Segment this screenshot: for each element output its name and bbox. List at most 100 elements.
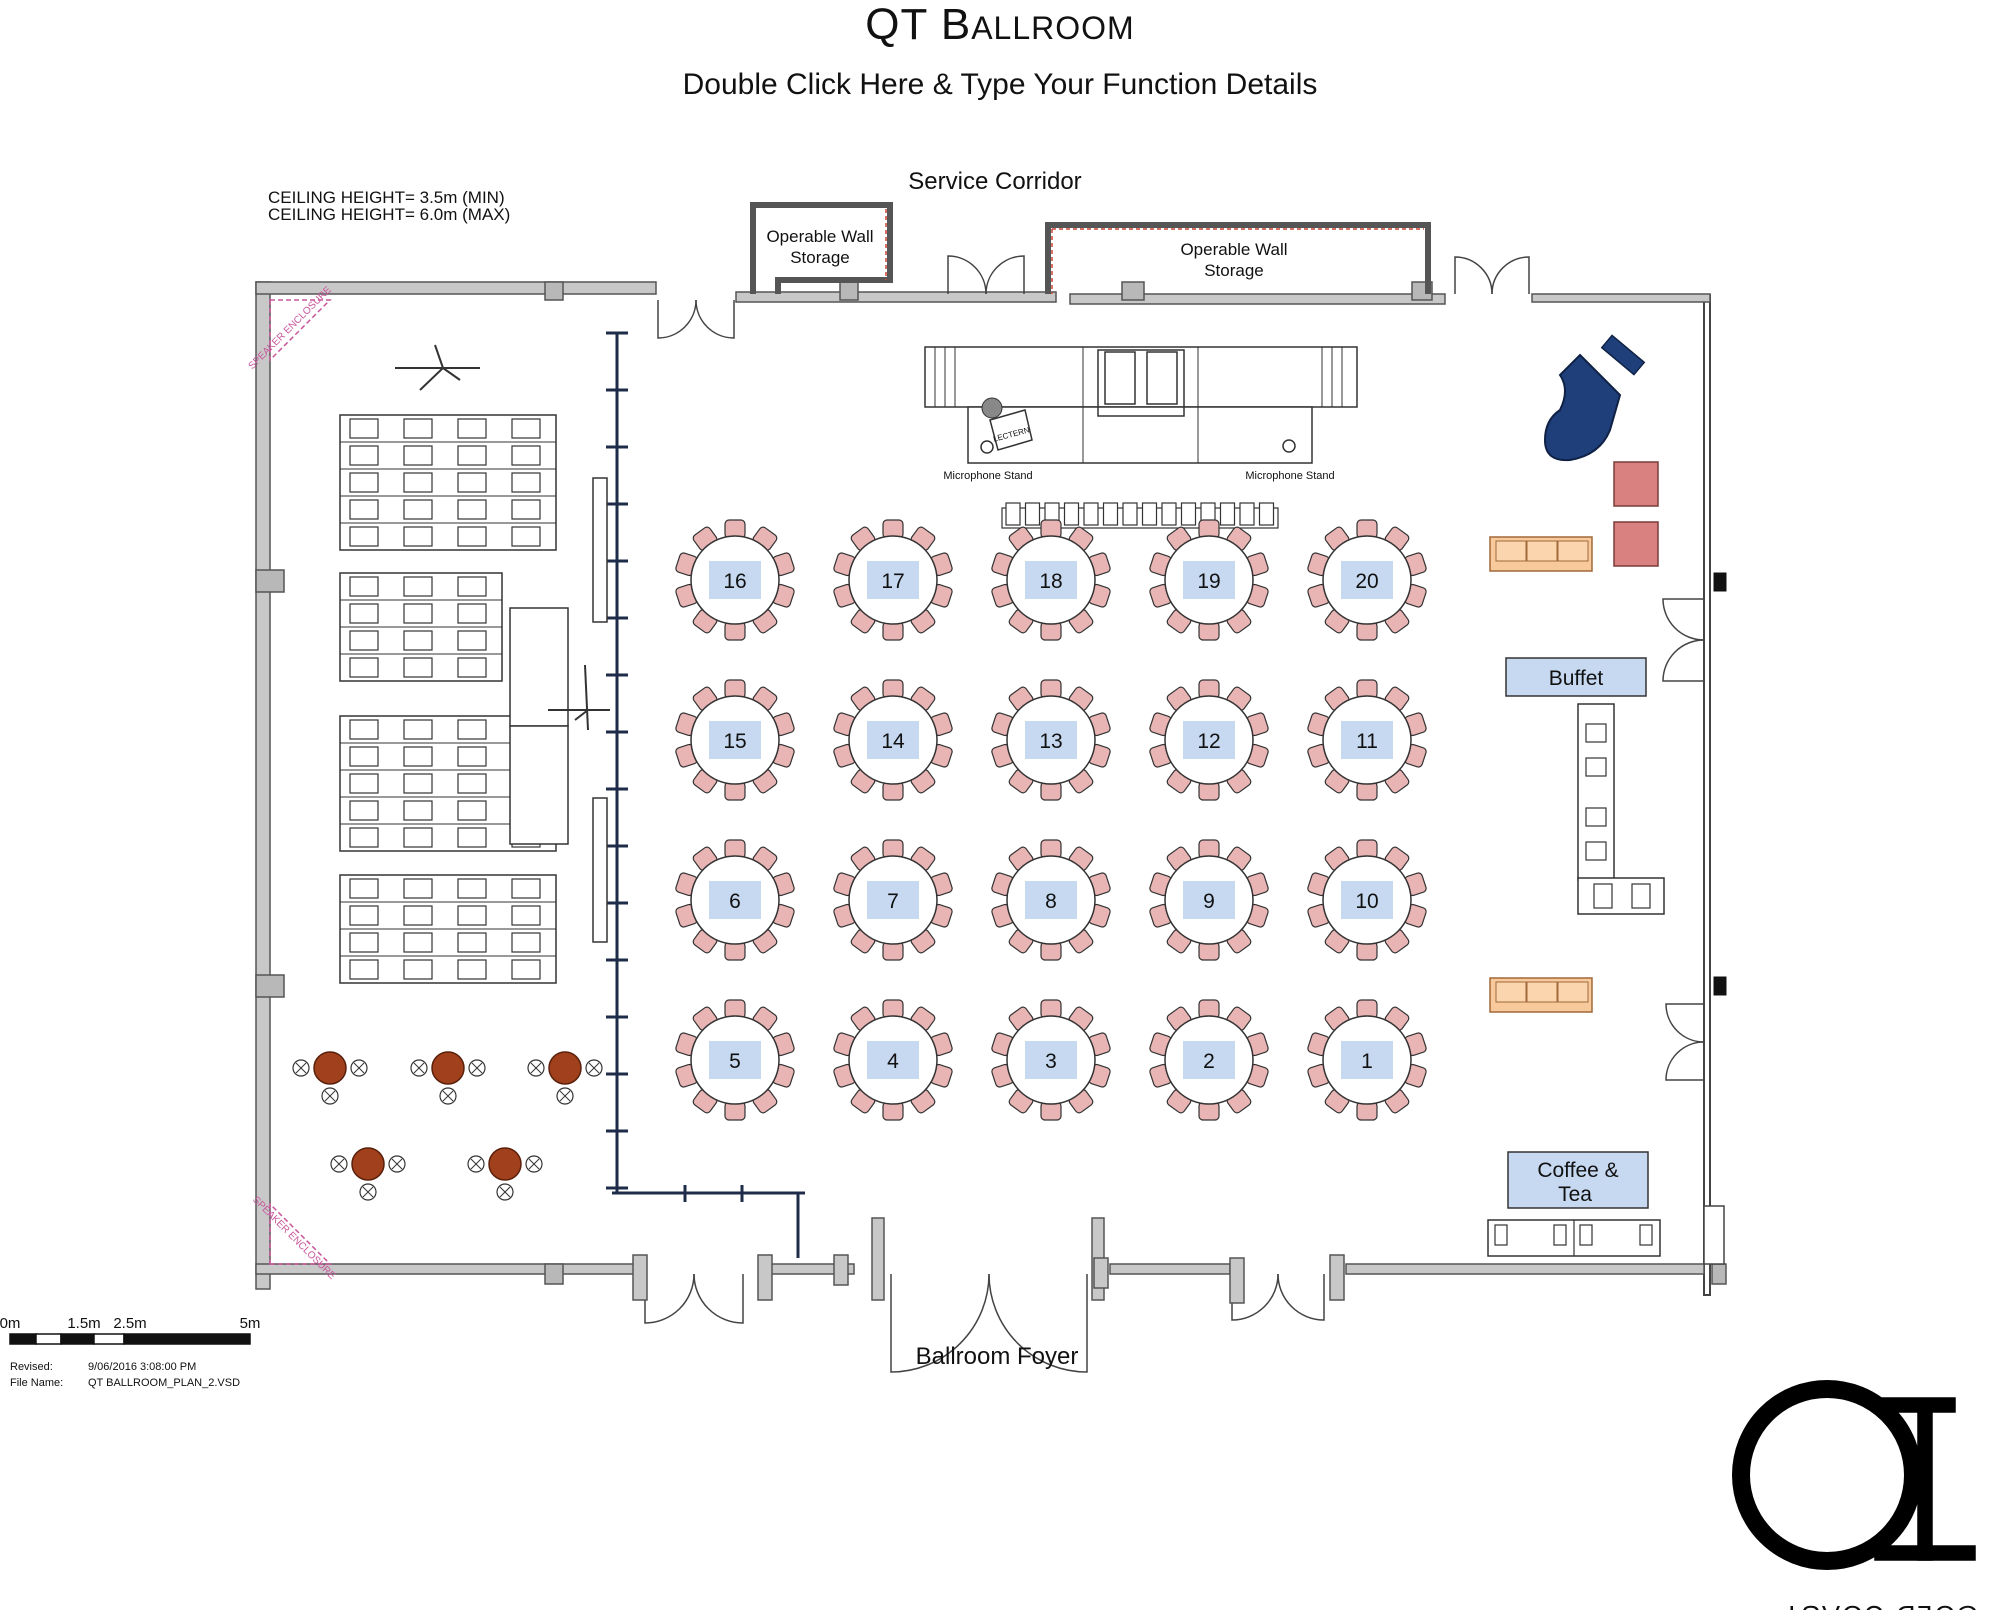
cocktail-table [330, 1147, 406, 1201]
classroom-chair [403, 932, 433, 953]
seating-block-1 [339, 414, 557, 551]
speaker-enclosure-top [269, 299, 332, 362]
classroom-chair [349, 905, 379, 926]
classroom-chair [457, 576, 487, 597]
coffee-label-1: Coffee & [1537, 1159, 1618, 1182]
round-table: 20 [1307, 519, 1427, 641]
band-chair [1161, 502, 1177, 526]
classroom-chair [349, 800, 379, 821]
lounge-furniture [1489, 334, 1659, 1013]
bottom-wall-left [255, 1263, 637, 1275]
cocktail-table [527, 1051, 603, 1105]
classroom-chair [349, 878, 379, 899]
table-number: 12 [1197, 730, 1220, 753]
chafing-dish [1585, 723, 1607, 743]
classroom-chair [457, 657, 487, 678]
classroom-chair [349, 932, 379, 953]
buffet-counter-foot [1577, 877, 1665, 915]
logo-text: GOLD COAST [1781, 1600, 1978, 1610]
pillar [1711, 1263, 1727, 1285]
seating-block-2 [339, 572, 503, 682]
table-number-box [1025, 881, 1077, 919]
cocktail-table-top [313, 1051, 347, 1085]
classroom-chair [457, 499, 487, 520]
scale-segment [35, 1333, 62, 1345]
door-jamb [1329, 1254, 1345, 1301]
table-number-box [709, 561, 761, 599]
classroom-chair [511, 472, 541, 493]
cocktail-table [410, 1051, 486, 1105]
band-chair [1024, 502, 1041, 526]
round-table: 2 [1149, 999, 1269, 1121]
door-bottom-1 [644, 1273, 744, 1324]
table-number: 10 [1355, 890, 1378, 913]
table-number: 4 [887, 1050, 899, 1073]
dj-booth [1097, 349, 1185, 417]
microphone-stand-left-label: Microphone Stand [943, 470, 1032, 482]
door-top-1 [657, 299, 735, 339]
classroom-chair [511, 959, 541, 980]
classroom-chair [403, 576, 433, 597]
table-number-box [1183, 881, 1235, 919]
classroom-chair [457, 773, 487, 794]
classroom-chair [349, 418, 379, 439]
buffet-station: Buffet [1505, 657, 1665, 915]
classroom-chair [457, 526, 487, 547]
door-bottom-2 [890, 1273, 1088, 1373]
round-table: 3 [991, 999, 1111, 1121]
classroom-chair [457, 959, 487, 980]
classroom-chair [349, 445, 379, 466]
band-chair [1083, 502, 1099, 526]
classroom-chair [349, 630, 379, 651]
scale-segment [93, 1333, 125, 1345]
band-chair [1219, 502, 1236, 526]
armchair [1613, 521, 1659, 567]
projector-screen-bottom [509, 725, 569, 845]
left-wall [255, 281, 271, 1290]
band-chair [1141, 502, 1158, 526]
doors [632, 255, 1727, 1373]
urn [1553, 1224, 1567, 1246]
scale-tick-label: 5m [240, 1315, 261, 1332]
door-jamb [1093, 1257, 1109, 1289]
table-number-box [709, 881, 761, 919]
speaker-box [1104, 351, 1136, 405]
cocktail-table-top [548, 1051, 582, 1085]
classroom-chair [349, 499, 379, 520]
function-details-field[interactable]: Double Click Here & Type Your Function D… [682, 68, 1318, 101]
classroom-chair [349, 719, 379, 740]
table-number: 15 [723, 730, 746, 753]
classroom-chair [403, 800, 433, 821]
armchair [1613, 461, 1659, 507]
table-number: 2 [1203, 1050, 1215, 1073]
classroom-chair [511, 526, 541, 547]
table-number-box [1183, 721, 1235, 759]
door-jamb [757, 1254, 773, 1301]
classroom-chair [349, 603, 379, 624]
buffet-sign [1505, 657, 1647, 697]
classroom-chair [349, 526, 379, 547]
classroom-chair [349, 472, 379, 493]
filename-value: QT BALLROOM_PLAN_2.VSD [88, 1377, 240, 1389]
storage-left-label-1: Operable Wall [766, 227, 873, 246]
bottom-wall-right [1345, 1263, 1705, 1275]
classroom-chair [403, 526, 433, 547]
classroom-chair [403, 746, 433, 767]
classroom-chair [511, 878, 541, 899]
speaker-enclosure-bottom [269, 1202, 332, 1265]
classroom-chair [349, 827, 379, 848]
classroom-seating [339, 344, 610, 984]
table-number: 7 [887, 890, 899, 913]
classroom-chair [349, 959, 379, 980]
table-number-box [1341, 881, 1393, 919]
classroom-chair [349, 657, 379, 678]
classroom-chair [511, 445, 541, 466]
classroom-chair [457, 472, 487, 493]
chafing-dish [1585, 841, 1607, 861]
classroom-chair [403, 657, 433, 678]
storage-left-label-2: Storage [790, 248, 850, 267]
scale-tick-label: 1.5m [67, 1315, 100, 1332]
table-number: 14 [881, 730, 905, 753]
classroom-chair [457, 719, 487, 740]
